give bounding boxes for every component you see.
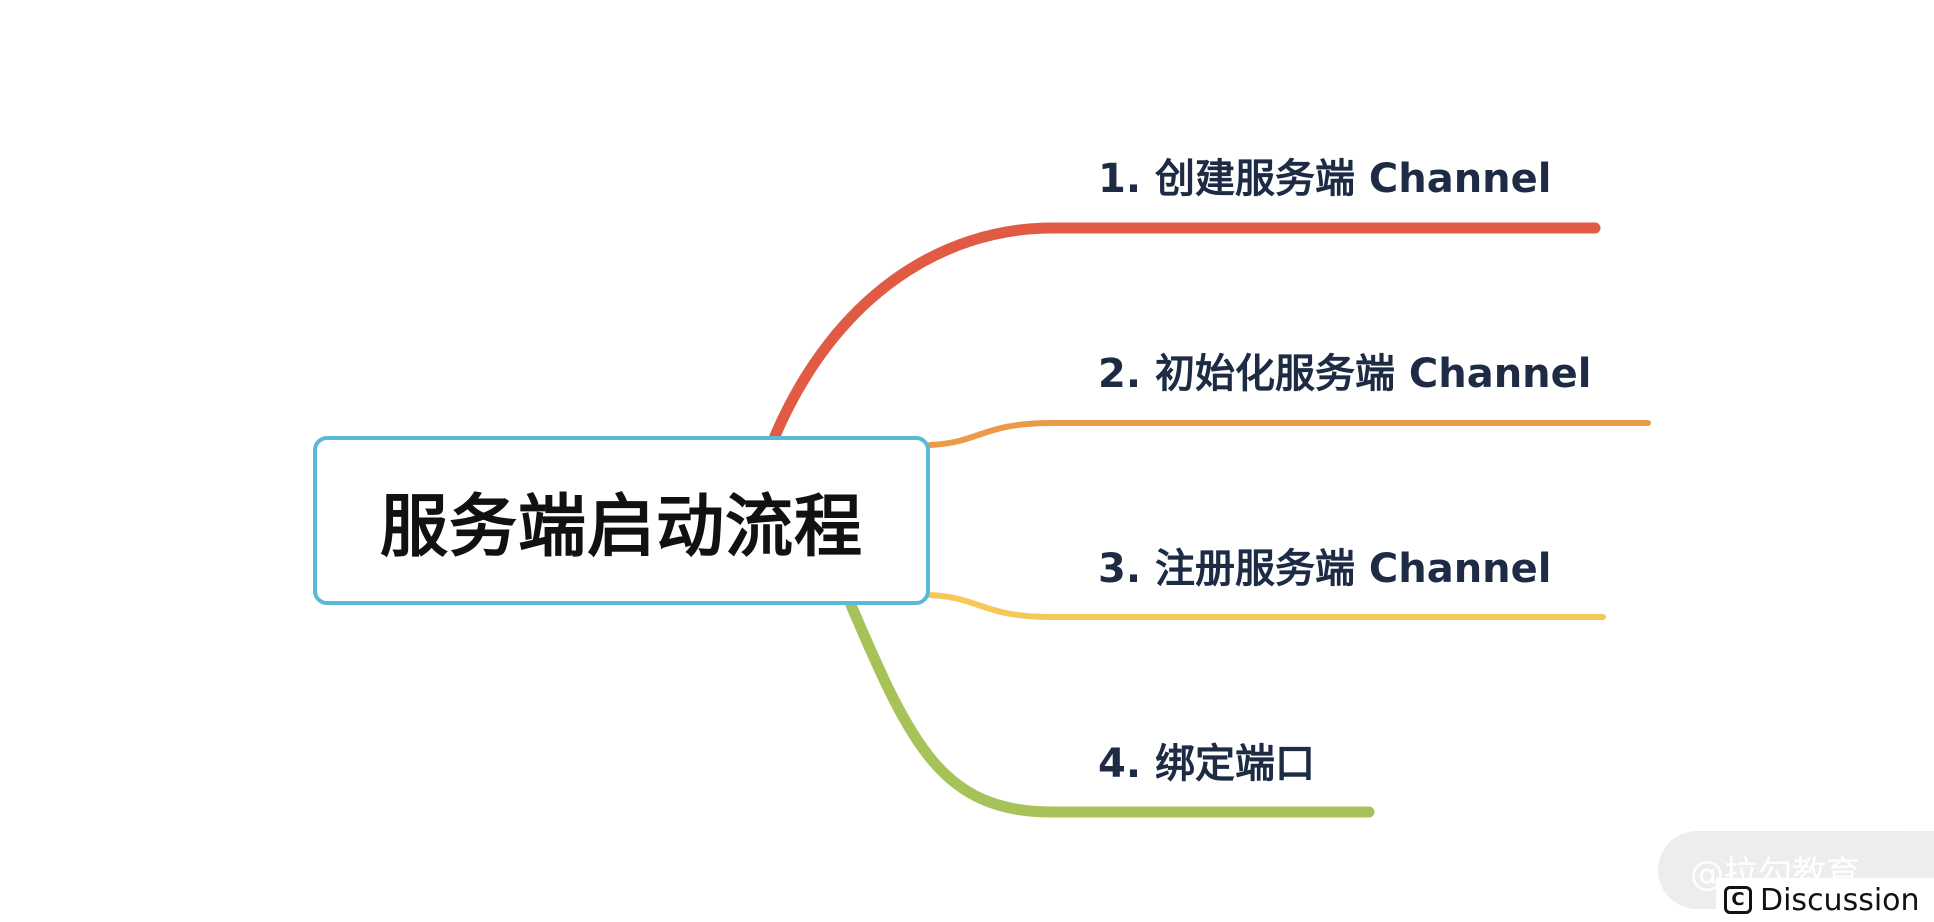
discussion-button[interactable]: C Discussion [1716, 878, 1934, 922]
root-title: 服务端启动流程 [379, 488, 863, 567]
copyright-icon: C [1724, 886, 1752, 914]
branch-connector-2 [927, 420, 1651, 448]
branch-label-4: 4. 绑定端口 [1098, 741, 1315, 787]
branch-connector-4 [845, 599, 1375, 818]
branch-label-2: 2. 初始化服务端 Channel [1098, 351, 1592, 397]
branch-label-3: 3. 注册服务端 Channel [1098, 546, 1552, 592]
branch-label-1: 1. 创建服务端 Channel [1098, 156, 1552, 202]
root-node: 服务端启动流程 [313, 436, 930, 605]
branch-connector-3 [927, 592, 1606, 620]
discussion-label: Discussion [1760, 882, 1920, 918]
branch-connector-1 [769, 222, 1601, 442]
